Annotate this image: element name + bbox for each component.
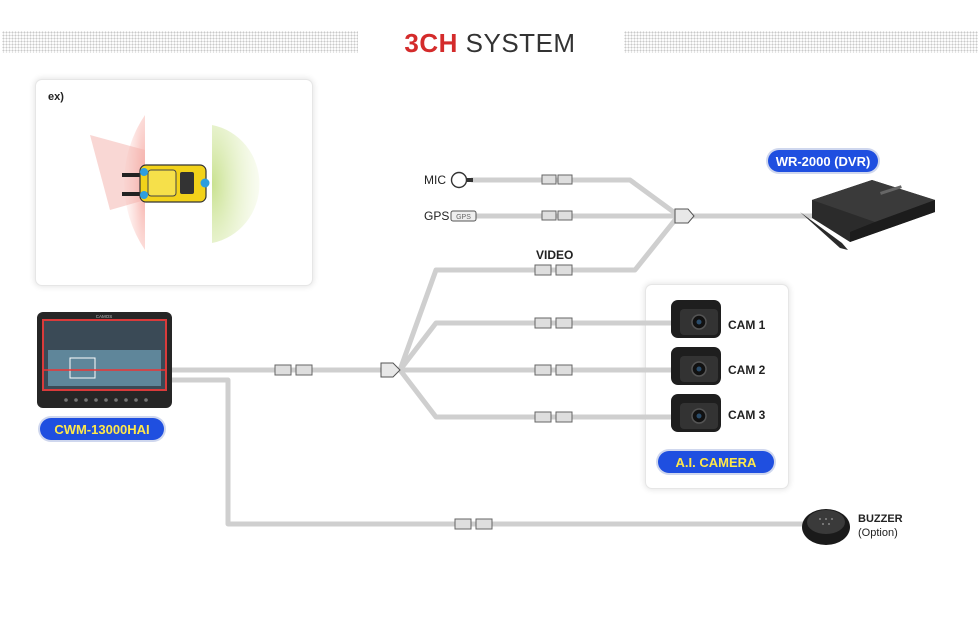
mic-label: MIC — [424, 173, 446, 187]
dvr-device-icon — [800, 180, 935, 250]
video-splitter — [380, 362, 401, 378]
buzzer-icon — [802, 509, 850, 545]
rear-red-zone — [90, 135, 145, 210]
monitor-device-icon — [37, 312, 172, 408]
header-pattern-right — [624, 31, 978, 53]
cam-2-label: CAM 2 — [728, 363, 766, 377]
cam-3-icon — [671, 394, 721, 432]
page-title: 3CH SYSTEM — [0, 28, 980, 59]
gps-label: GPS — [424, 209, 450, 223]
cam-1-label: CAM 1 — [728, 318, 766, 332]
monitor-badge: CWM-13000HAI — [40, 418, 164, 440]
gps-antenna-icon — [450, 210, 477, 222]
example-label: ex) — [48, 91, 64, 103]
cam-2-icon — [671, 347, 721, 385]
title-rest: SYSTEM — [457, 28, 576, 58]
forklift-icon — [122, 164, 210, 203]
dvr-splitter — [674, 208, 695, 224]
video-label: VIDEO — [536, 248, 574, 262]
dvr-badge: WR-2000 (DVR) — [768, 150, 878, 172]
ai-camera-badge: A.I. CAMERA — [658, 451, 774, 473]
front-detection-zone — [212, 125, 260, 243]
gps-badge-text: GPS — [456, 214, 471, 221]
cam-1-icon — [671, 300, 721, 338]
monitor-brand: CAMOS — [96, 314, 113, 319]
buzzer-option-label: (Option) — [858, 527, 898, 539]
title-accent: 3CH — [404, 28, 458, 58]
mic-icon — [450, 171, 473, 189]
header-pattern-left — [2, 31, 358, 53]
buzzer-label: BUZZER — [858, 513, 903, 525]
cable-lines — [169, 177, 815, 527]
cam-3-label: CAM 3 — [728, 408, 766, 422]
cable-connectors — [274, 174, 573, 530]
